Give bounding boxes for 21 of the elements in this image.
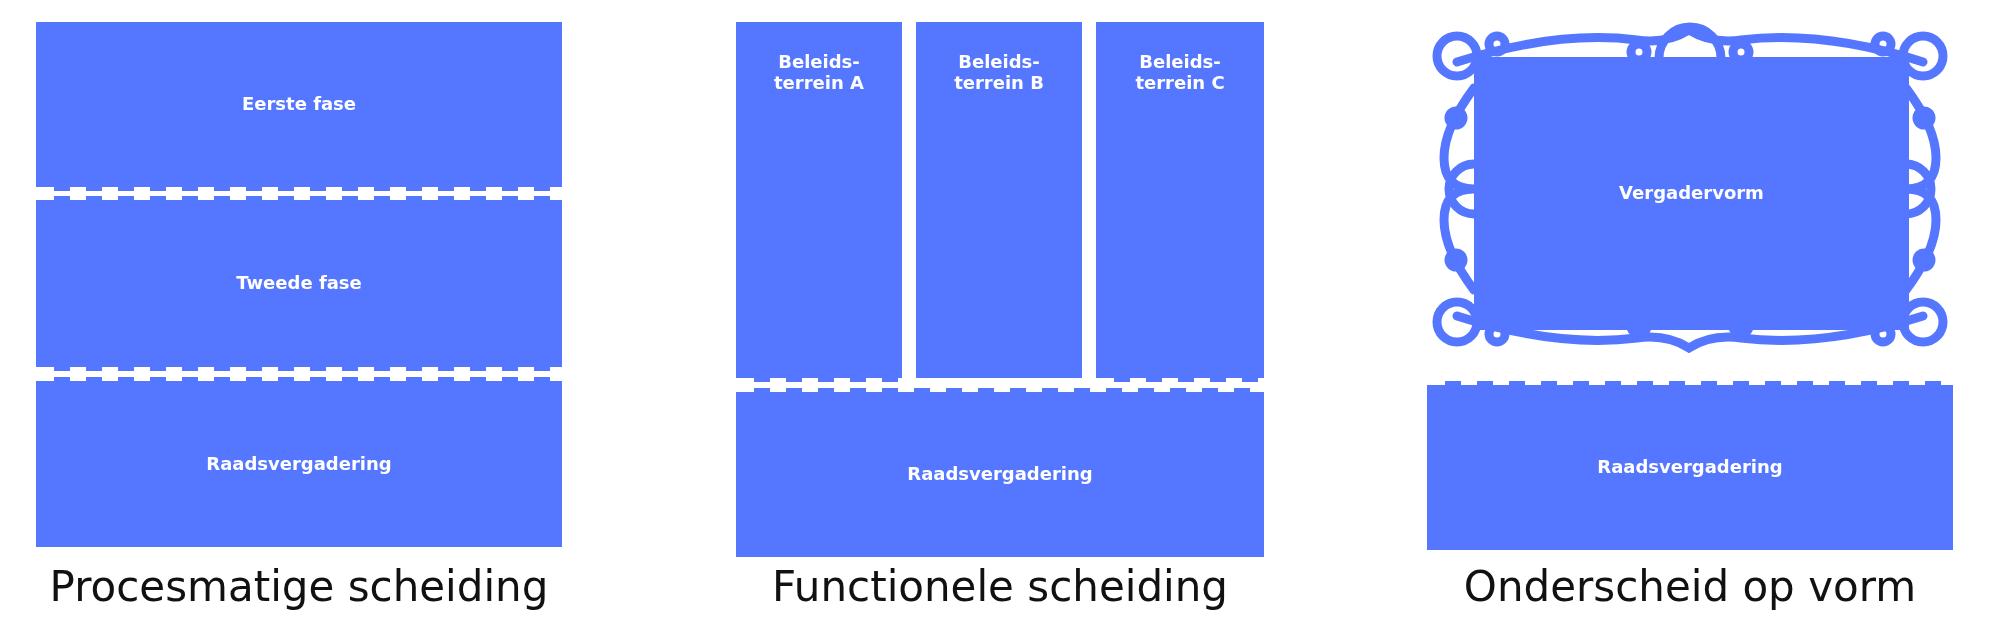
block-label: Tweede fase <box>236 273 362 294</box>
block-label: Raadsvergadering <box>1597 457 1783 478</box>
block-label: Beleids- terrein A <box>773 52 865 94</box>
panel-caption: Onderscheid op vorm <box>1463 562 1917 611</box>
block <box>1474 57 1909 330</box>
panel-caption: Procesmatige scheiding <box>49 562 549 611</box>
block-label: Raadsvergadering <box>206 453 392 475</box>
block <box>36 200 562 367</box>
block-label: Beleids- terrein C <box>1134 52 1226 94</box>
panel-caption: Functionele scheiding <box>771 562 1229 611</box>
block-label: Eerste fase <box>241 94 357 115</box>
block <box>916 22 1082 378</box>
block-label: Vergadervorm <box>1619 183 1764 204</box>
block <box>36 381 562 547</box>
block <box>1096 22 1264 378</box>
block <box>1427 385 1953 550</box>
block <box>36 22 562 187</box>
block-label: Raadsvergadering <box>907 464 1093 485</box>
block <box>736 392 1264 557</box>
block-label: Beleids- terrein B <box>953 52 1045 94</box>
block <box>736 22 902 378</box>
